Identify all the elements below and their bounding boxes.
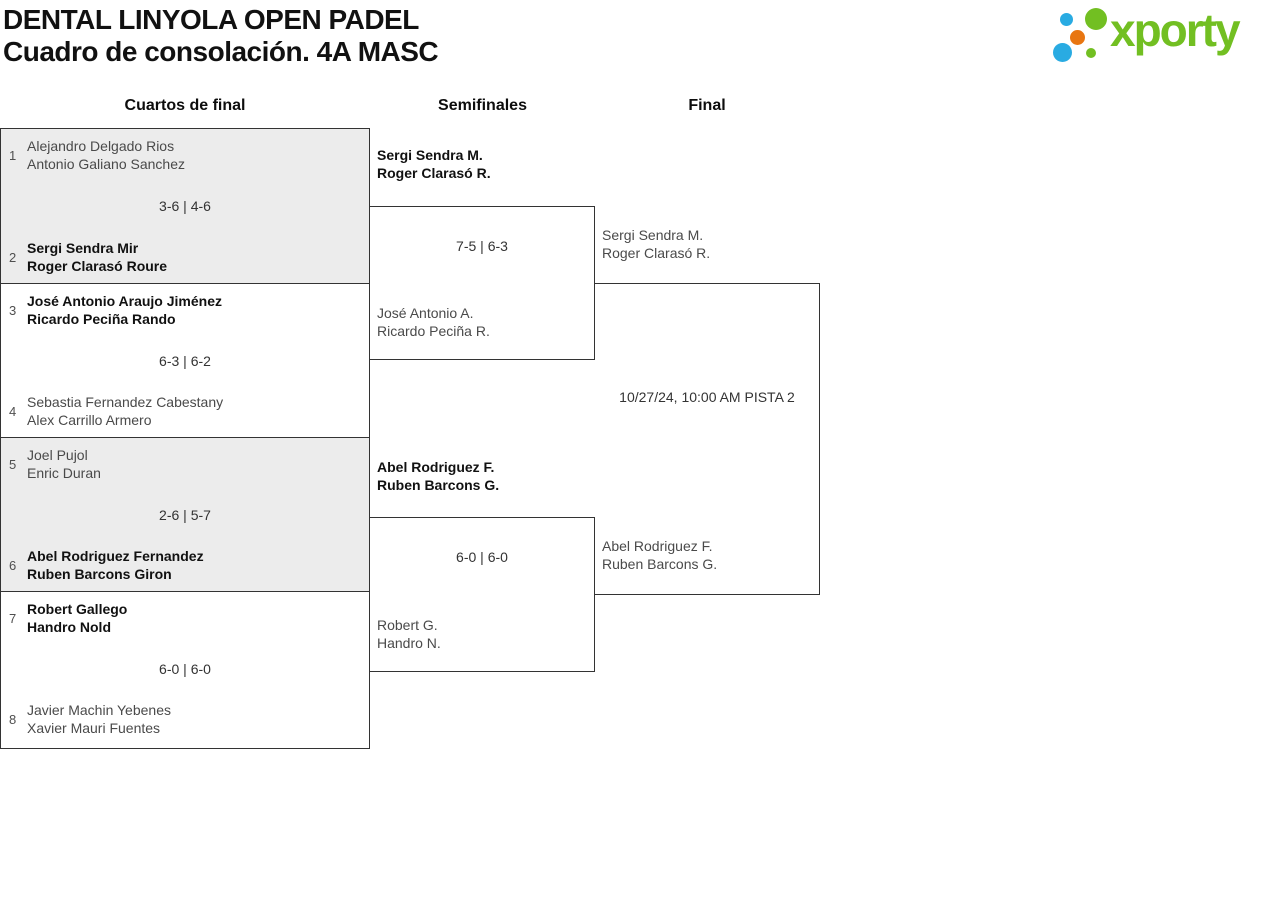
player-name: José Antonio A.: [377, 305, 474, 321]
final-team-bottom: Abel Rodriguez F. Ruben Barcons G.: [602, 537, 717, 573]
player-name: Javier Machin Yebenes: [27, 702, 171, 718]
team-row: 8 Javier Machin Yebenes Xavier Mauri Fue…: [1, 701, 369, 737]
quarterfinal-match-1: 1 Alejandro Delgado Rios Antonio Galiano…: [1, 129, 369, 283]
logo-dot-icon: [1060, 13, 1073, 26]
player-name: Sergi Sendra Mir: [27, 240, 139, 256]
player-name: Handro N.: [377, 635, 441, 651]
team-pair: Javier Machin Yebenes Xavier Mauri Fuent…: [27, 701, 171, 737]
seed-number: 2: [9, 249, 17, 265]
player-name: Roger Clarasó R.: [602, 245, 711, 261]
quarterfinals-column: 1 Alejandro Delgado Rios Antonio Galiano…: [0, 128, 370, 749]
semifinal-1-match-box: 7-5 | 6-3 José Antonio A. Ricardo Peciña…: [369, 206, 595, 360]
player-name: Ruben Barcons G.: [377, 477, 500, 493]
final-match-schedule: 10/27/24, 10:00 AM PISTA 2: [619, 389, 795, 405]
player-name: Robert Gallego: [27, 601, 128, 617]
team-pair-winner: Abel Rodriguez Fernandez Ruben Barcons G…: [27, 547, 204, 583]
match-score: 2-6 | 5-7: [159, 506, 211, 523]
team-pair: Alejandro Delgado Rios Antonio Galiano S…: [27, 137, 185, 173]
team-row: 2 Sergi Sendra Mir Roger Clarasó Roure: [1, 239, 369, 275]
team-row: 7 Robert Gallego Handro Nold: [1, 600, 369, 636]
logo-dot-icon: [1086, 48, 1096, 58]
column-header-semifinals: Semifinales: [438, 97, 527, 114]
team-pair-winner: José Antonio Araujo Jiménez Ricardo Peci…: [27, 292, 222, 328]
quarterfinal-match-2: 3 José Antonio Araujo Jiménez Ricardo Pe…: [1, 283, 369, 437]
bracket-subtitle: Cuadro de consolación. 4A MASC: [3, 36, 439, 67]
column-header-final: Final: [688, 97, 726, 114]
quarterfinal-match-3: 5 Joel Pujol Enric Duran 2-6 | 5-7 6 Abe…: [1, 437, 369, 591]
player-name: Ricardo Peciña R.: [377, 323, 490, 339]
player-name: Abel Rodriguez Fernandez: [27, 548, 204, 564]
team-row: 3 José Antonio Araujo Jiménez Ricardo Pe…: [1, 292, 369, 328]
match-score: 6-0 | 6-0: [456, 549, 508, 565]
player-name: Handro Nold: [27, 619, 111, 635]
match-score: 7-5 | 6-3: [456, 238, 508, 254]
team-row: 6 Abel Rodriguez Fernandez Ruben Barcons…: [1, 547, 369, 583]
player-name: José Antonio Araujo Jiménez: [27, 293, 222, 309]
player-name: Alejandro Delgado Rios: [27, 138, 175, 154]
player-name: Enric Duran: [27, 465, 101, 481]
semifinal-1-advancing-team: Sergi Sendra M. Roger Clarasó R.: [377, 146, 491, 182]
player-name: Alex Carrillo Armero: [27, 412, 152, 428]
seed-number: 3: [9, 302, 17, 318]
team-row: 1 Alejandro Delgado Rios Antonio Galiano…: [1, 137, 369, 173]
player-name: Sebastia Fernandez Cabestany: [27, 394, 224, 410]
semifinal-2-advancing-team: Abel Rodriguez F. Ruben Barcons G.: [377, 458, 499, 494]
seed-number: 8: [9, 711, 17, 727]
match-score: 6-0 | 6-0: [159, 660, 211, 677]
player-name: Ricardo Peciña Rando: [27, 311, 176, 327]
final-match-box: [594, 283, 820, 595]
team-pair: Sebastia Fernandez Cabestany Alex Carril…: [27, 393, 223, 429]
seed-number: 7: [9, 610, 17, 626]
quarterfinal-match-4: 7 Robert Gallego Handro Nold 6-0 | 6-0 8…: [1, 591, 369, 745]
team-row: 5 Joel Pujol Enric Duran: [1, 446, 369, 482]
player-name: Abel Rodriguez F.: [602, 538, 713, 554]
match-score: 3-6 | 4-6: [159, 198, 211, 214]
player-name: Xavier Mauri Fuentes: [27, 720, 161, 736]
seed-number: 6: [9, 557, 17, 573]
logo-wordmark: xporty: [1110, 4, 1241, 56]
player-name: Sergi Sendra M.: [377, 147, 483, 163]
player-name: Sergi Sendra M.: [602, 227, 704, 243]
seed-number: 5: [9, 456, 17, 472]
seed-number: 1: [9, 147, 17, 163]
team-row: 4 Sebastia Fernandez Cabestany Alex Carr…: [1, 393, 369, 429]
column-header-quarterfinals: Cuartos de final: [124, 97, 246, 114]
team-pair-winner: Sergi Sendra Mir Roger Clarasó Roure: [27, 239, 167, 275]
semifinal-1-eliminated-team: José Antonio A. Ricardo Peciña R.: [377, 304, 490, 340]
team-pair: Joel Pujol Enric Duran: [27, 446, 101, 482]
page-title: DENTAL LINYOLA OPEN PADEL Cuadro de cons…: [3, 4, 439, 68]
match-score: 6-3 | 6-2: [159, 352, 211, 369]
team-pair-winner: Robert Gallego Handro Nold: [27, 600, 127, 636]
xporty-logo[interactable]: xporty: [1045, 0, 1275, 72]
logo-dot-icon: [1070, 30, 1085, 45]
player-name: Joel Pujol: [27, 447, 88, 463]
player-name: Robert G.: [377, 617, 438, 633]
logo-dot-icon: [1053, 43, 1072, 62]
player-name: Ruben Barcons Giron: [27, 566, 172, 582]
final-team-top: Sergi Sendra M. Roger Clarasó R.: [602, 226, 710, 262]
player-name: Roger Clarasó R.: [377, 165, 491, 181]
semifinal-2-match-box: 6-0 | 6-0 Robert G. Handro N.: [369, 517, 595, 672]
seed-number: 4: [9, 403, 17, 419]
semifinal-2-eliminated-team: Robert G. Handro N.: [377, 616, 441, 652]
player-name: Abel Rodriguez F.: [377, 459, 495, 475]
player-name: Roger Clarasó Roure: [27, 258, 168, 274]
logo-dot-icon: [1085, 8, 1107, 30]
player-name: Antonio Galiano Sanchez: [27, 156, 185, 172]
tournament-name: DENTAL LINYOLA OPEN PADEL: [3, 4, 419, 35]
player-name: Ruben Barcons G.: [602, 556, 718, 572]
